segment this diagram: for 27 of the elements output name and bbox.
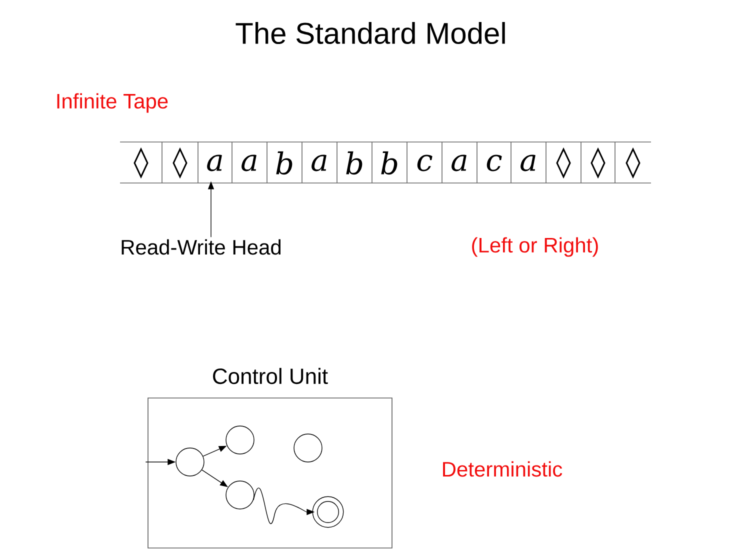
control-unit-box: Control Unit	[148, 368, 392, 548]
tape-symbol: b	[381, 151, 398, 175]
tape-symbol: b	[276, 151, 292, 175]
tape-symbol: a	[452, 154, 466, 172]
title: The Standard Model	[236, 22, 505, 44]
tape-symbol: a	[520, 154, 536, 172]
tape-symbol: c	[417, 154, 432, 172]
state-circle	[226, 426, 254, 454]
state-circle	[226, 480, 254, 510]
note-label: Infinite Tape	[57, 93, 168, 113]
tape-symbol: a	[207, 154, 222, 172]
head-label: Read-Write Head	[122, 239, 281, 255]
tape-symbol: b	[346, 151, 362, 175]
tape-symbol: a	[242, 154, 256, 172]
state-circle	[294, 434, 322, 462]
state-circle	[176, 448, 204, 476]
note-label: Deterministic	[443, 461, 562, 477]
tape-symbol: ◊	[556, 147, 571, 179]
tape-symbol: c	[486, 154, 502, 172]
accept-state-circle	[312, 496, 344, 528]
node-label: Control Unit	[213, 368, 328, 384]
tape-symbol: ◊	[626, 147, 640, 179]
tape-symbol: ◊	[134, 147, 148, 179]
note-label: (Left or Right)	[472, 237, 598, 257]
tape-symbol: ◊	[172, 147, 188, 179]
tape-symbol: a	[312, 154, 326, 172]
tape-symbol: ◊	[590, 147, 606, 179]
